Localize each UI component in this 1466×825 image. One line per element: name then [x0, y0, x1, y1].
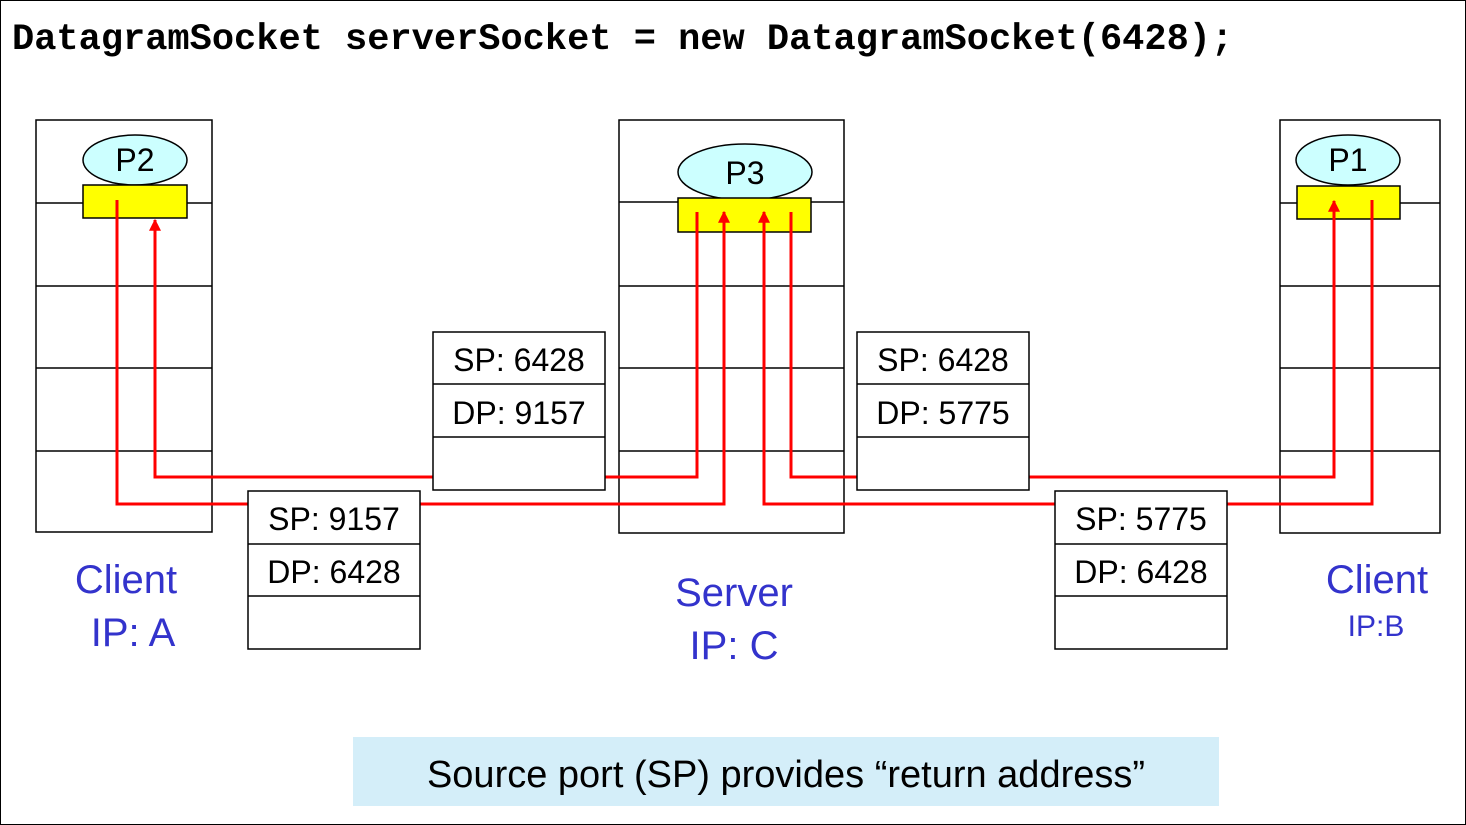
source-port: SP: 5775 [1075, 501, 1207, 537]
note-text: Source port (SP) provides “return addres… [427, 754, 1145, 796]
client-b-ip: IP:B [1348, 610, 1405, 643]
packet-box [432, 331, 606, 491]
packet-server-to-a: SP: 6428 DP: 9157 [432, 331, 606, 491]
dest-port: DP: 6428 [267, 554, 400, 590]
client-a-label: Client [75, 558, 177, 602]
title-code: DatagramSocket serverSocket = new Datagr… [12, 19, 1233, 61]
dest-port: DP: 5775 [876, 395, 1009, 431]
process-p1 [1295, 134, 1401, 186]
packet-a-to-server: SP: 9157 DP: 6428 [247, 490, 421, 650]
socket [677, 197, 812, 233]
note-box [353, 737, 1219, 806]
host-client-a: P2 [35, 119, 213, 533]
socket [82, 184, 188, 219]
host-client-b: P1 [1279, 119, 1441, 534]
socket [1296, 185, 1401, 220]
path-server-to-b [789, 199, 1340, 479]
process-label: P1 [1328, 142, 1367, 178]
packet-box [1054, 490, 1228, 650]
server-label: Server [675, 571, 793, 615]
process-label: P3 [725, 155, 764, 191]
process-label: P2 [115, 142, 154, 178]
packet-b-to-server: SP: 5775 DP: 6428 [1054, 490, 1228, 650]
client-b-label: Client [1326, 558, 1428, 602]
packet-box [247, 490, 421, 650]
dest-port: DP: 6428 [1074, 554, 1207, 590]
source-port: SP: 9157 [268, 501, 400, 537]
packet-server-to-b: SP: 6428 DP: 5775 [856, 331, 1030, 491]
server-ip: IP: C [690, 624, 779, 668]
dest-port: DP: 9157 [452, 395, 585, 431]
host-server: P3 [618, 119, 845, 534]
packet-box [856, 331, 1030, 491]
path-server-to-a [149, 212, 699, 479]
source-port: SP: 6428 [877, 342, 1009, 378]
source-port: SP: 6428 [453, 342, 585, 378]
client-a-ip: IP: A [91, 611, 176, 655]
